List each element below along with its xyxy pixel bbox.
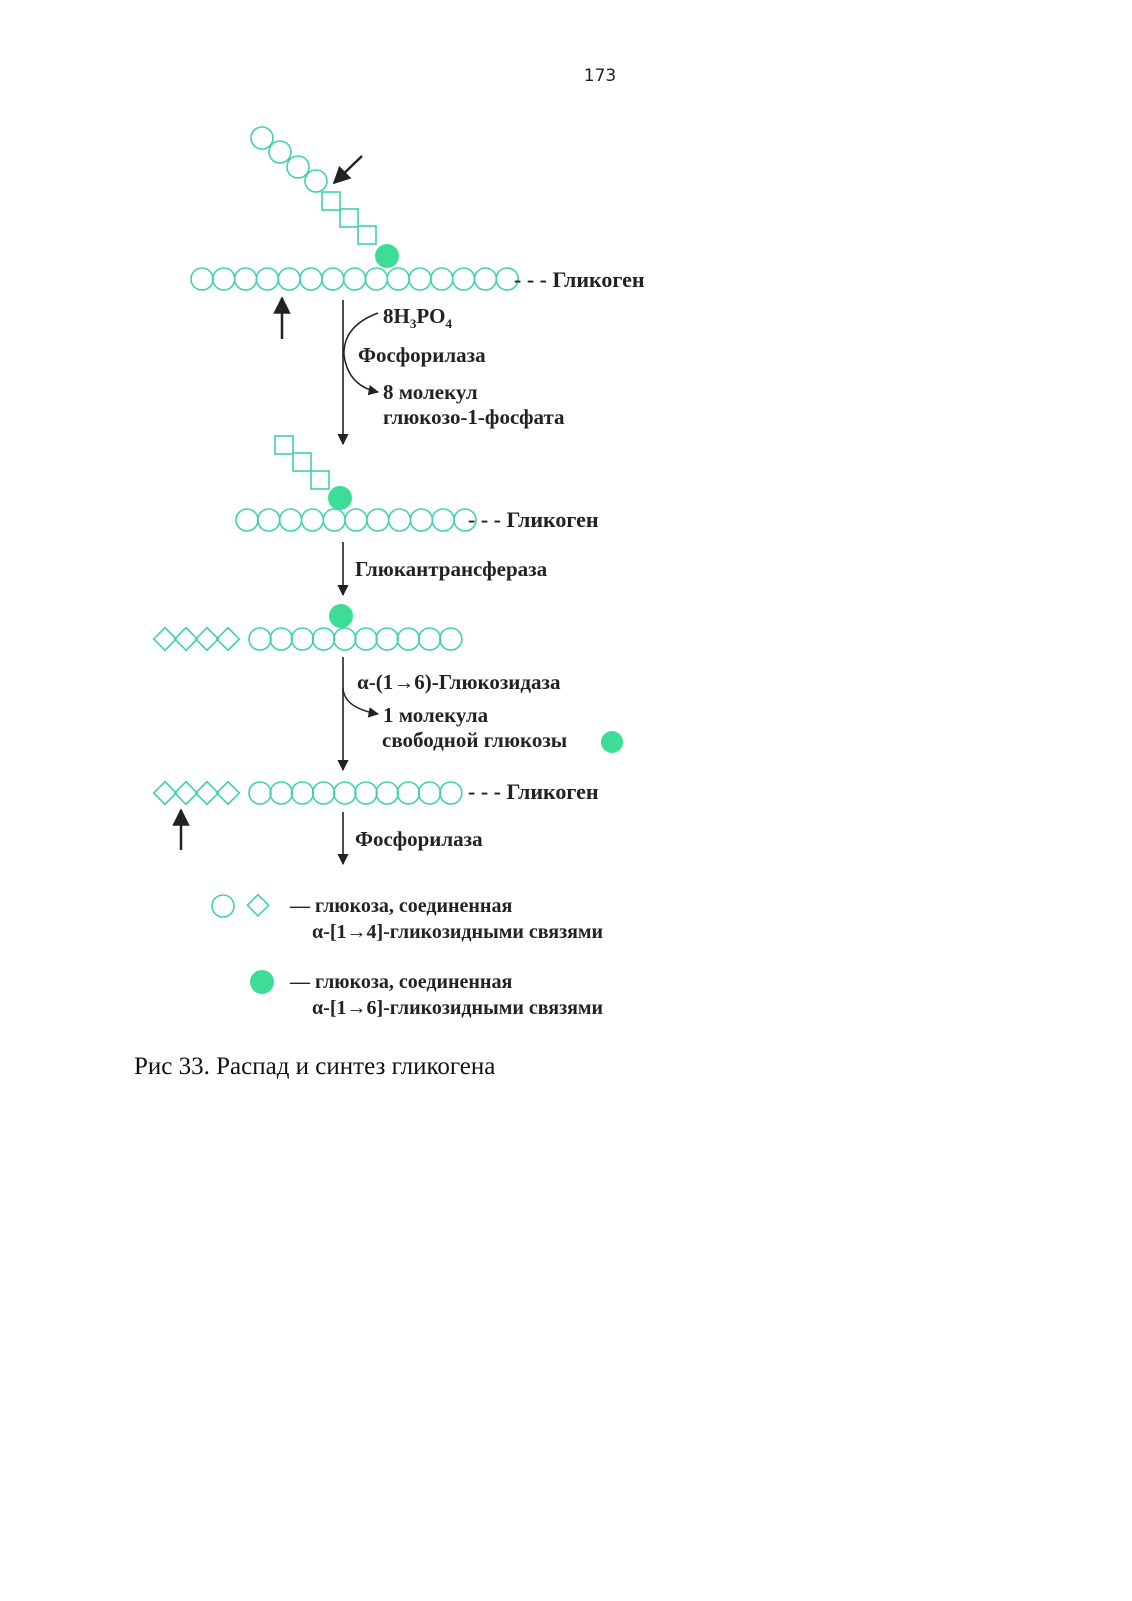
branch-point-glucose <box>329 604 353 628</box>
glucose-unit-circle <box>286 155 310 179</box>
glucose-unit-circle <box>212 267 236 291</box>
glucose-unit-circle <box>300 508 325 532</box>
legend-item2-line2: α-[1→6]-гликозидными связями <box>312 997 603 1019</box>
reaction2-enzyme: Глюкантрансфераза <box>355 557 548 581</box>
glucose-unit-circle <box>190 267 214 291</box>
glucose-unit-circle <box>438 781 463 805</box>
glucose-unit-circle <box>396 781 421 805</box>
reaction1-product-line2: глюкозо-1-фосфата <box>383 405 565 429</box>
glucose-unit-diamond <box>215 626 241 652</box>
glucose-unit-circle <box>248 627 272 651</box>
reaction3-enzyme: α-(1→6)-Глюкозидаза <box>357 670 561 694</box>
glucose-units <box>152 126 520 806</box>
glucose-unit-circle <box>417 781 442 805</box>
reaction1-product-line1: 8 молекул <box>383 380 478 404</box>
glucose-unit-diamond <box>152 626 178 652</box>
figure-caption: Рис 33. Распад и синтез гликогена <box>134 1053 496 1080</box>
glucose-unit-diamond <box>173 626 199 652</box>
legend-branch-point-icon <box>250 970 274 994</box>
glucose-unit-square <box>339 208 359 228</box>
legend-item2-line1: — глюкоза, соединенная <box>289 971 512 993</box>
reaction1-reagent: 8H3PO4 <box>383 304 453 331</box>
glucose-unit-circle <box>311 781 336 805</box>
glucose-unit-diamond <box>194 626 220 652</box>
glucose-unit-circle <box>375 781 400 805</box>
glucose-unit-circle <box>290 781 315 805</box>
glucose-unit-circle <box>396 627 421 651</box>
glucose-unit-diamond <box>173 780 199 806</box>
legend-item1-line1: — глюкоза, соединенная <box>289 895 512 917</box>
glucose-unit-circle <box>268 140 292 164</box>
glucose-unit-circle <box>255 267 280 291</box>
legend-glucose-diamond-icon <box>246 893 270 918</box>
glucose-unit-circle <box>278 508 303 532</box>
page-number: 173 <box>583 66 617 86</box>
glucose-unit-circle <box>299 267 323 291</box>
glucose-unit-circle <box>269 627 294 651</box>
glucose-unit-square <box>274 435 294 455</box>
glucose-unit-circle <box>453 508 477 532</box>
glucose-unit-circle <box>386 267 411 291</box>
free-glucose-icon <box>601 731 623 753</box>
glucose-unit-circle <box>438 627 463 651</box>
legend-glucose-circle-icon <box>211 894 235 918</box>
glucose-unit-circle <box>322 508 347 532</box>
glucose-unit-circle <box>451 267 476 291</box>
glucose-unit-circle <box>332 781 357 805</box>
glucose-unit-circle <box>375 627 400 651</box>
glucose-unit-circle <box>408 267 432 291</box>
glucose-unit-diamond <box>152 780 178 806</box>
glucose-unit-diamond <box>194 780 220 806</box>
glucose-unit-circle <box>256 508 281 532</box>
glucose-unit-circle <box>365 508 390 532</box>
glucose-unit-circle <box>342 267 367 291</box>
glucose-unit-circle <box>417 627 442 651</box>
glucose-unit-circle <box>344 508 368 532</box>
reaction1-enzyme: Фосфорилаза <box>358 343 486 367</box>
reaction3-product-line1: 1 молекула <box>383 703 489 727</box>
stage4-chain-label: - - - Гликоген <box>468 779 599 804</box>
glucose-unit-square <box>310 470 330 490</box>
glucose-unit-circle <box>354 781 378 805</box>
glucose-unit-circle <box>332 627 357 651</box>
glucose-unit-circle <box>364 267 389 291</box>
glucose-unit-circle <box>233 267 258 291</box>
glucose-unit-square <box>292 452 312 472</box>
glucose-unit-circle <box>290 627 315 651</box>
reaction1-curve-arrow <box>343 312 380 396</box>
glucose-unit-square <box>321 191 341 211</box>
branch-point-glucose <box>328 486 352 510</box>
glucose-unit-circle <box>429 267 454 291</box>
glucose-unit-circle <box>320 267 345 291</box>
reaction3-product-line2: свободной глюкозы <box>382 728 567 752</box>
glucose-unit-circle <box>495 267 520 291</box>
stage1-chain-label: - - - Гликоген <box>514 267 645 292</box>
glucose-unit-circle <box>248 781 272 805</box>
glucose-unit-square <box>357 225 377 245</box>
legend: — глюкоза, соединенная α-[1→4]-гликозидн… <box>211 893 603 1019</box>
glucose-unit-circle <box>409 508 434 532</box>
legend-item1-line2: α-[1→4]-гликозидными связями <box>312 921 603 943</box>
glucose-unit-circle <box>431 508 456 532</box>
stage2-chain-label: - - - Гликоген <box>468 507 599 532</box>
glucose-unit-diamond <box>215 780 241 806</box>
glucose-unit-circle <box>250 126 274 150</box>
branch-point-glucose <box>375 244 399 268</box>
glucose-unit-circle <box>277 267 302 291</box>
stage1-cut-arrow <box>332 155 363 185</box>
glucose-unit-circle <box>269 781 294 805</box>
glucose-unit-circle <box>354 627 378 651</box>
glucose-unit-circle <box>311 627 336 651</box>
glucose-unit-circle <box>235 508 259 532</box>
glucose-unit-circle <box>473 267 498 291</box>
glucose-unit-circle <box>304 169 328 193</box>
glucose-unit-circle <box>387 508 412 532</box>
reaction4-enzyme: Фосфорилаза <box>355 827 483 851</box>
reaction3-curve-arrow <box>342 687 380 718</box>
